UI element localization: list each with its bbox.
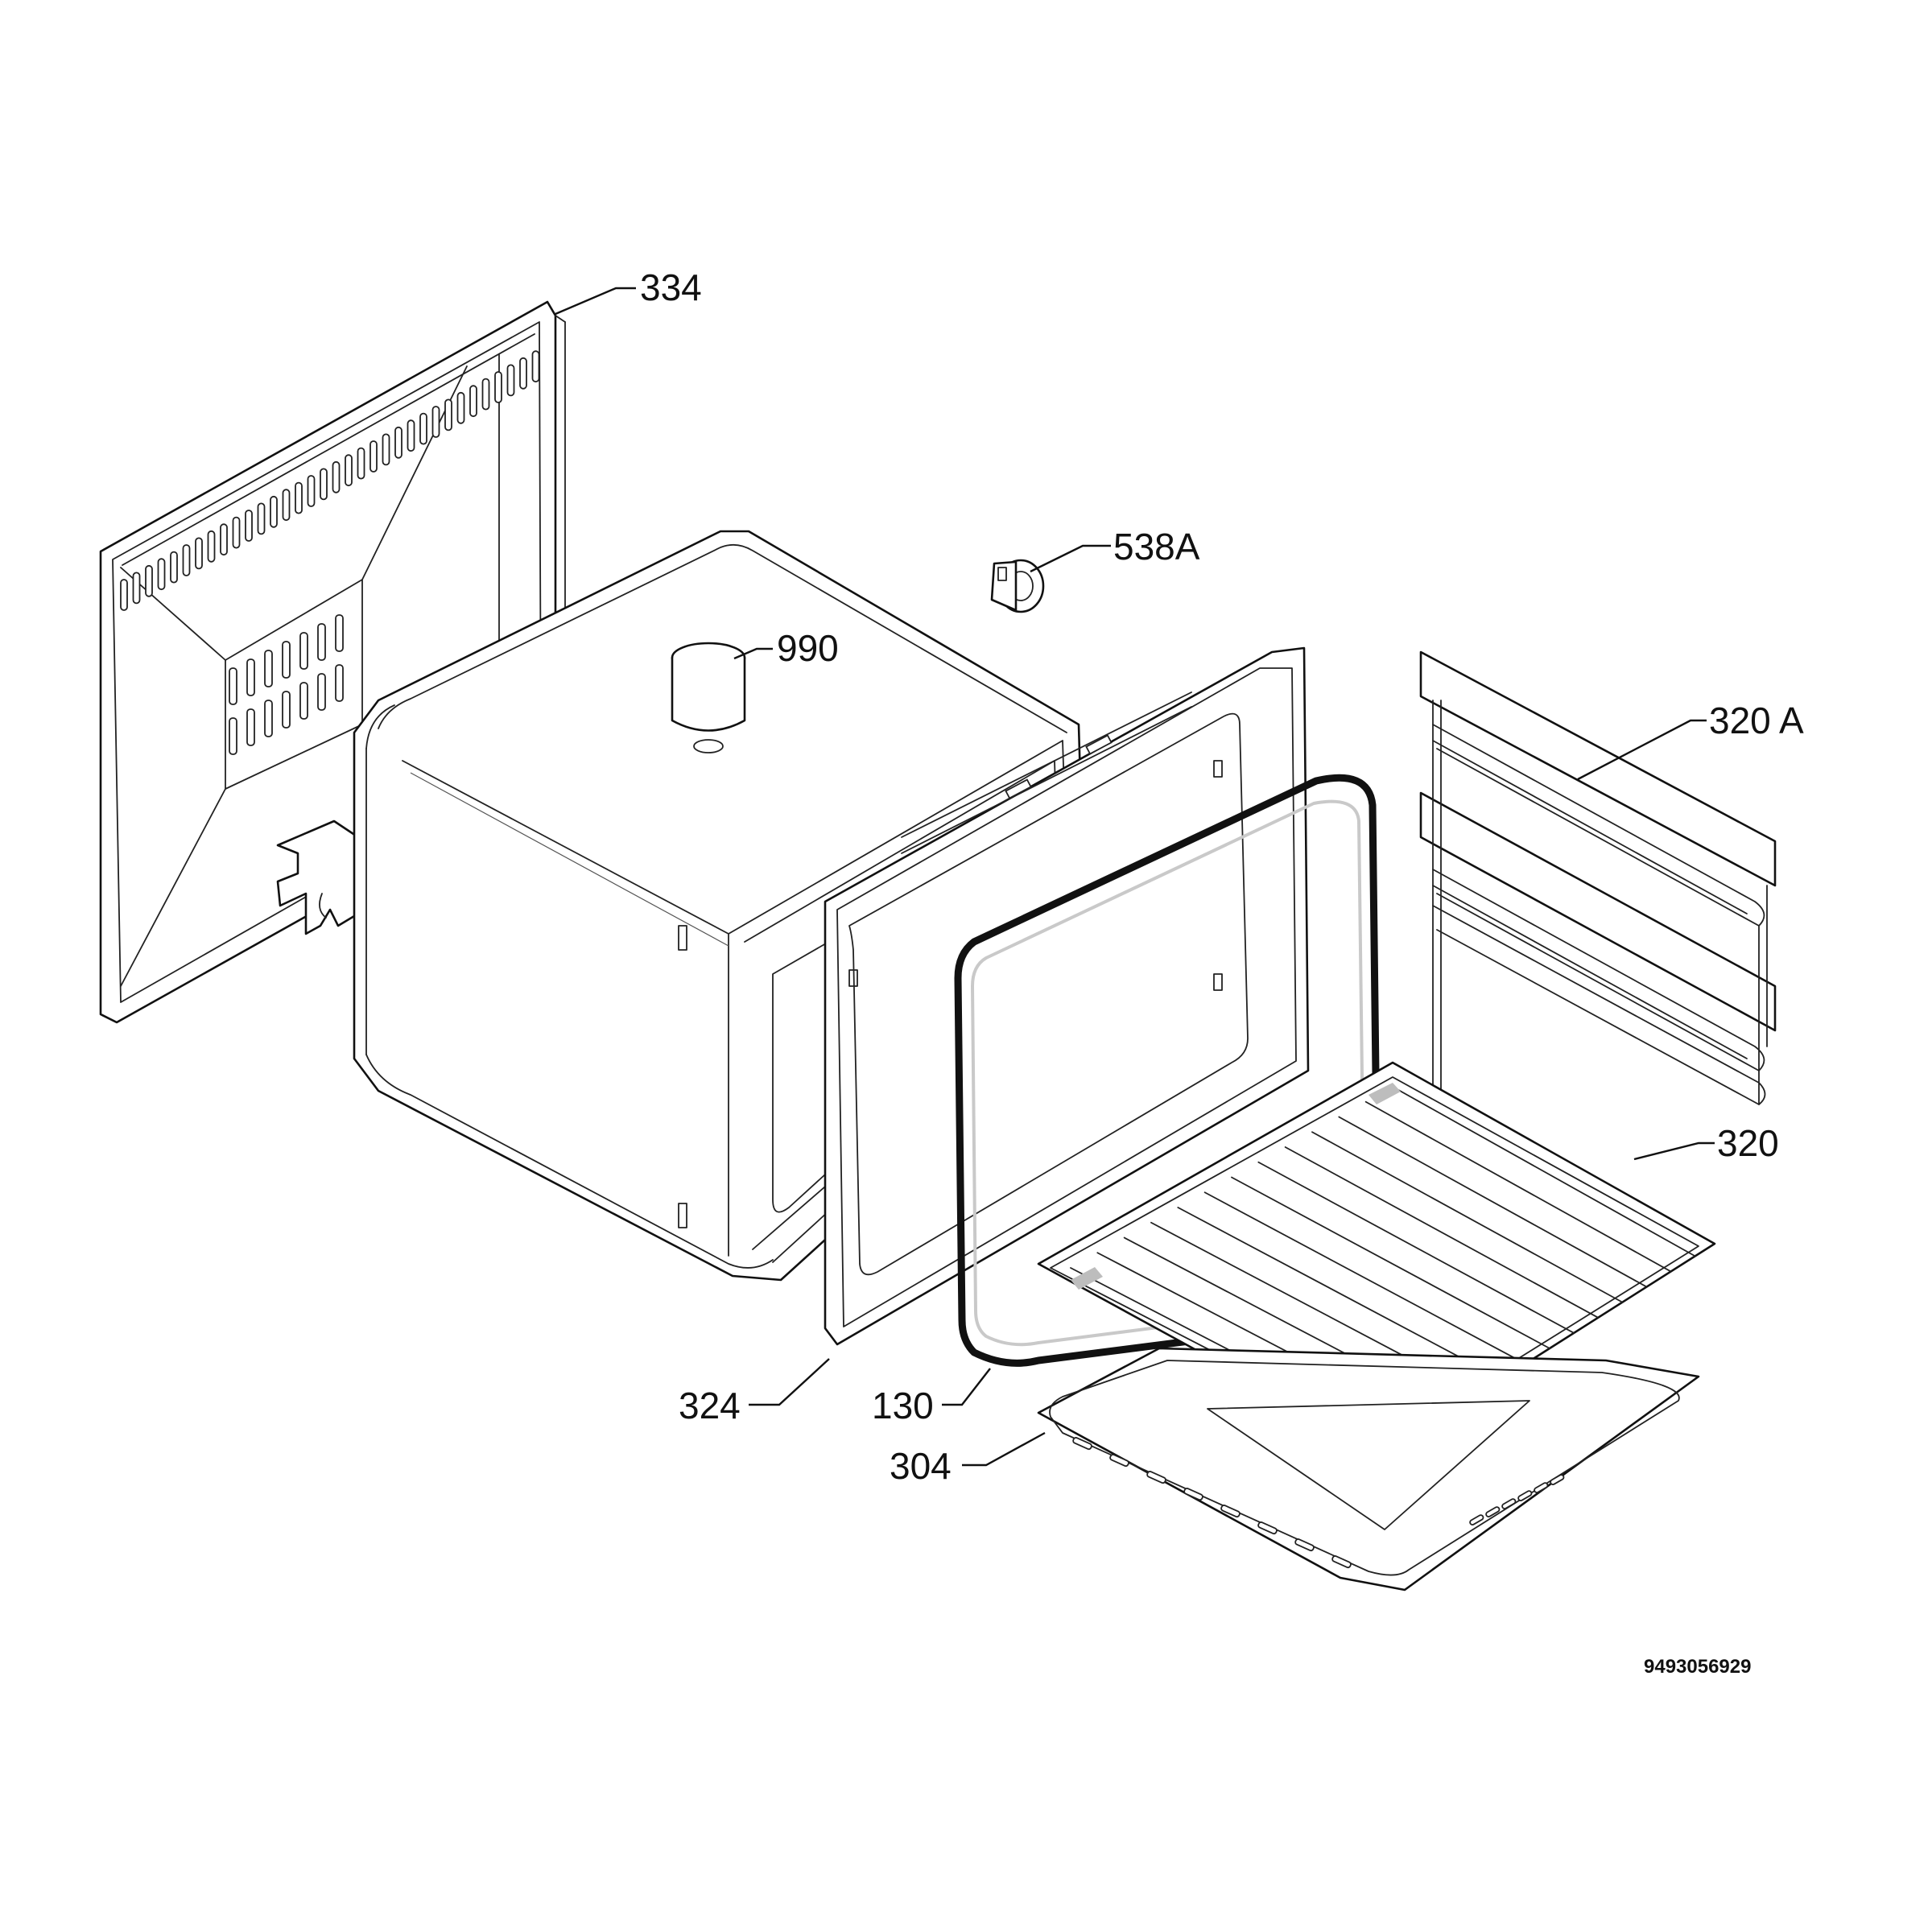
vent-slot bbox=[132, 572, 141, 605]
lamp-holder-538a bbox=[990, 559, 1045, 613]
callout-334: 334 bbox=[640, 266, 702, 308]
vent-slot bbox=[332, 460, 341, 493]
vent-slot bbox=[157, 558, 166, 591]
vent-slot bbox=[246, 658, 255, 696]
vent-slot bbox=[299, 632, 308, 670]
vent-slot bbox=[431, 406, 440, 438]
shelf-wire bbox=[1364, 1100, 1671, 1273]
vent-slot bbox=[506, 364, 515, 397]
vent-slot bbox=[282, 691, 291, 729]
vent-slot bbox=[469, 385, 477, 418]
vent-slot bbox=[531, 350, 540, 383]
vent-slot bbox=[320, 468, 328, 501]
tray-slot bbox=[1534, 1482, 1549, 1493]
vent-slot bbox=[317, 623, 326, 661]
door-gasket-130 bbox=[954, 774, 1382, 1367]
vent-slot bbox=[207, 530, 216, 563]
vent-slot bbox=[382, 433, 390, 466]
vent-slot bbox=[264, 700, 273, 737]
tray-slot bbox=[1183, 1488, 1203, 1501]
vent-slot bbox=[444, 398, 452, 431]
callout-990: 990 bbox=[777, 627, 839, 669]
callout-320a: 320 A bbox=[1709, 700, 1804, 741]
rear-panel-334 bbox=[99, 300, 566, 1024]
vent-slot bbox=[182, 544, 191, 576]
vent-slot bbox=[335, 614, 344, 652]
vent-slot bbox=[232, 516, 241, 549]
document-id: 9493056929 bbox=[1644, 1656, 1751, 1678]
vent-slot bbox=[299, 682, 308, 720]
vent-slot bbox=[335, 664, 344, 702]
tray-slot bbox=[1220, 1505, 1241, 1518]
tray-slot bbox=[1294, 1538, 1315, 1552]
vent-slot bbox=[195, 537, 203, 570]
vent-slot bbox=[394, 426, 402, 459]
callout-320: 320 bbox=[1717, 1122, 1779, 1164]
vent-slot bbox=[369, 440, 378, 473]
callout-538a: 538A bbox=[1113, 526, 1200, 568]
vent-slot bbox=[419, 412, 427, 445]
vent-slot bbox=[357, 447, 365, 480]
vent-slot bbox=[264, 650, 273, 687]
vent-slot bbox=[282, 641, 291, 679]
shelf-wire bbox=[1311, 1131, 1623, 1303]
tray-slot bbox=[1485, 1506, 1501, 1517]
vent-slot bbox=[317, 673, 326, 711]
vent-slot bbox=[246, 708, 255, 746]
vent-slot bbox=[245, 510, 253, 542]
vent-slots bbox=[120, 350, 540, 611]
shelf-wire bbox=[1231, 1176, 1550, 1349]
fan-guard-990 bbox=[671, 642, 746, 753]
vent-slot bbox=[295, 481, 303, 514]
vent-slot bbox=[120, 579, 128, 611]
tray-slot bbox=[1517, 1490, 1533, 1501]
baking-tray-304 bbox=[1037, 1347, 1700, 1591]
shelf-wire bbox=[1203, 1191, 1526, 1365]
callout-304: 304 bbox=[890, 1445, 952, 1487]
vent-slot bbox=[494, 371, 502, 403]
tray-slot bbox=[1469, 1514, 1484, 1525]
shelf-wire bbox=[1392, 1086, 1695, 1257]
callout-324: 324 bbox=[679, 1385, 741, 1426]
tray-slot bbox=[1550, 1474, 1565, 1485]
vent-slot bbox=[257, 502, 266, 535]
tray-slot bbox=[1501, 1498, 1517, 1509]
tray-slot bbox=[1109, 1454, 1129, 1468]
leader-lines bbox=[555, 287, 1715, 1467]
vent-slot bbox=[145, 564, 153, 597]
front-frame-324 bbox=[824, 646, 1310, 1346]
vent-slot bbox=[519, 357, 527, 390]
vent-slot bbox=[282, 489, 291, 522]
vent-slot bbox=[170, 551, 178, 584]
vent-slot bbox=[220, 523, 228, 556]
callout-130: 130 bbox=[872, 1385, 934, 1426]
shelf-wire bbox=[1257, 1161, 1575, 1334]
vent-slot bbox=[229, 717, 237, 755]
shelf-wire bbox=[1177, 1207, 1502, 1381]
tray-slot bbox=[1072, 1437, 1092, 1451]
tray-slot bbox=[1257, 1521, 1278, 1535]
vent-slot bbox=[481, 378, 490, 411]
tray-slot bbox=[1146, 1471, 1166, 1484]
vent-slot bbox=[270, 495, 278, 528]
vent-slot bbox=[456, 391, 465, 424]
vent-slot bbox=[229, 667, 237, 705]
shelf-wire bbox=[1338, 1116, 1647, 1288]
vent-slot bbox=[407, 419, 415, 452]
vent-slot bbox=[345, 454, 353, 487]
vent-slot bbox=[307, 475, 316, 507]
shelf-wire bbox=[1284, 1146, 1599, 1319]
tray-slot bbox=[1331, 1555, 1352, 1569]
